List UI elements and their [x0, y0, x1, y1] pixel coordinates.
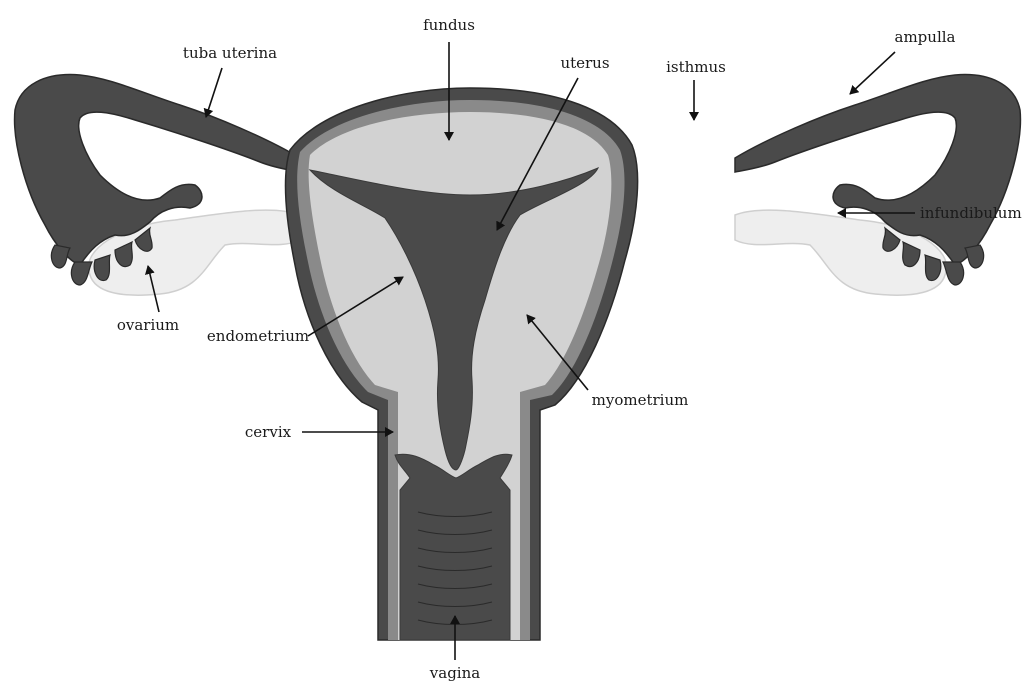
myometrium-label: myometrium	[592, 391, 689, 409]
cervix-label: cervix	[245, 423, 292, 441]
tuba-uterina-label: tuba uterina	[183, 44, 277, 62]
infundibulum-label: infundibulum	[920, 204, 1022, 222]
ovarium-label: ovarium	[117, 316, 179, 334]
vagina-label: vagina	[429, 664, 480, 682]
endometrium-label: endometrium	[207, 327, 309, 345]
cervical-vaginal-canal	[395, 454, 512, 640]
ampulla-arrow	[850, 52, 895, 94]
fundus-label: fundus	[423, 16, 475, 34]
isthmus-label: isthmus	[666, 58, 726, 76]
ampulla-label: ampulla	[895, 28, 956, 46]
tuba-uterina-arrow	[206, 68, 222, 117]
uterus-label: uterus	[560, 54, 609, 72]
